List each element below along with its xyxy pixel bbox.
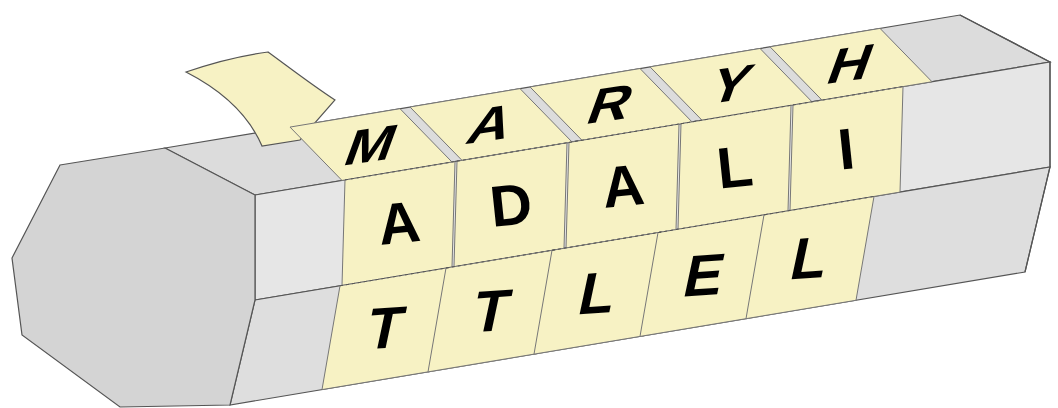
fold-line [340,267,450,285]
cipher-letter: A [375,192,423,254]
fold-line [552,232,662,250]
strip-cell [746,196,874,318]
fold-line [446,250,556,268]
strip-cell [566,124,679,248]
rod-end [960,15,1050,272]
cipher-letter: L [714,137,755,198]
cipher-letter: A [599,155,647,217]
strip-cell [770,28,932,100]
fold-line [764,196,874,214]
fold-line [658,214,768,232]
fold-line [681,105,791,123]
strip-cell [342,162,455,286]
strip-cell [454,143,567,267]
strip-cell [678,105,791,229]
strip-cell [790,87,903,211]
fold-line [793,87,903,105]
rod-end-face [12,148,255,407]
cipher-letter: D [487,174,535,236]
